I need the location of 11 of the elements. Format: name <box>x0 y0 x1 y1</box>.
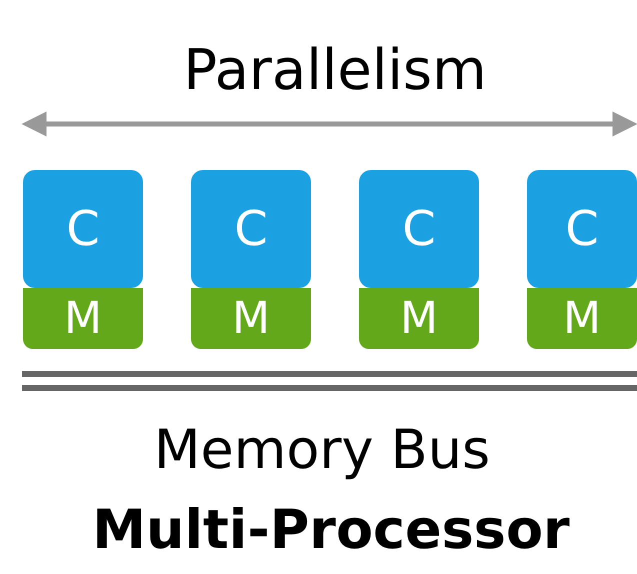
memory-block: M <box>527 288 637 349</box>
label-text: Memory Bus <box>154 418 490 481</box>
caption: Multi-Processor <box>92 498 570 561</box>
processor-block: C <box>191 170 311 288</box>
memory-block: M <box>191 288 311 349</box>
processor-block: C <box>23 170 143 288</box>
memory-block: M <box>359 288 479 349</box>
processor-block: C <box>359 170 479 288</box>
memory-block: M <box>23 288 143 349</box>
label-text: Parallelism <box>183 38 487 103</box>
processor-block: C <box>527 170 637 288</box>
